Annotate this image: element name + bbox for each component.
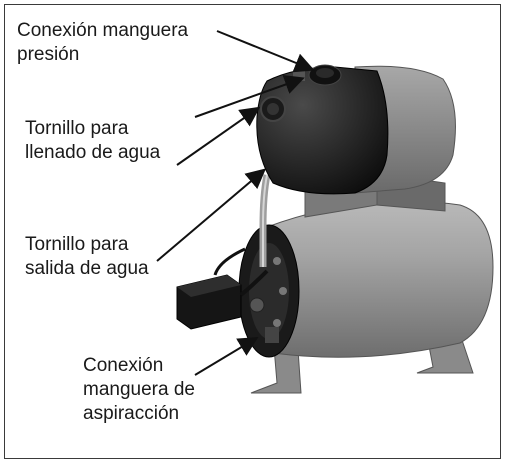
label-drain-screw-line1: Tornillo para bbox=[25, 234, 129, 255]
pump-illustration bbox=[156, 30, 494, 394]
arrow-suction bbox=[194, 336, 259, 376]
label-drain-screw: Tornillo para salida de agua bbox=[25, 233, 149, 281]
label-fill-screw-line1: Tornillo para bbox=[25, 118, 129, 139]
label-drain-screw-line2: salida de agua bbox=[25, 258, 149, 279]
label-pressure-hose-line1: Conexión manguera bbox=[17, 20, 189, 41]
pump-housing bbox=[256, 66, 389, 195]
label-suction-hose-line2: manguera de bbox=[83, 379, 195, 400]
label-suction-hose: Conexión manguera de aspiracción bbox=[83, 354, 195, 426]
arrow-fill-screw bbox=[176, 106, 261, 166]
arrow-pressure bbox=[216, 30, 315, 73]
pressure-gauge bbox=[249, 297, 265, 313]
arrow-fill bbox=[194, 74, 305, 118]
label-fill-screw: Tornillo para llenado de agua bbox=[25, 117, 160, 165]
label-fill-screw-line2: llenado de agua bbox=[25, 142, 161, 163]
figure-frame: Conexión manguera presión Tornillo para … bbox=[4, 4, 501, 459]
label-suction-hose-line3: aspiracción bbox=[83, 403, 180, 424]
pressure-tank bbox=[266, 200, 494, 358]
label-suction-hose-line1: Conexión bbox=[83, 355, 164, 376]
label-pressure-hose: Conexión manguera presión bbox=[17, 19, 188, 67]
suction-fitting bbox=[265, 327, 279, 343]
label-pressure-hose-line2: presión bbox=[17, 44, 80, 65]
arrow-drain bbox=[156, 168, 267, 262]
